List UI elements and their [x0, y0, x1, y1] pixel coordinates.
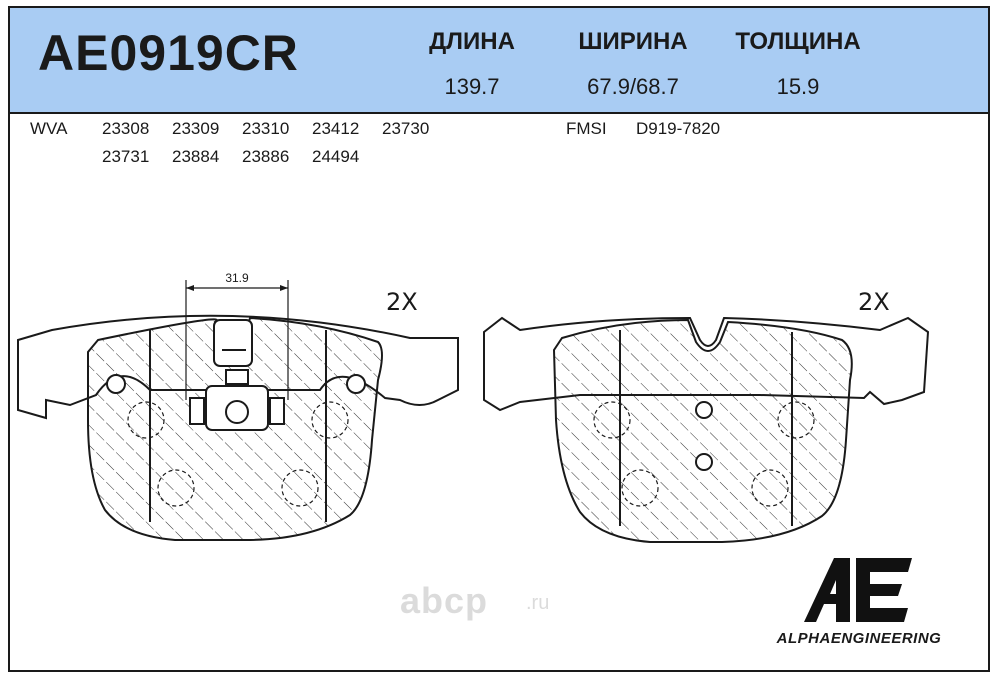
wva-code: 24494 — [312, 147, 360, 166]
right-friction-block — [552, 318, 853, 543]
wva-code: 23731 — [102, 147, 150, 166]
right-quantity-label: 2X — [858, 288, 890, 316]
left-piston-mark — [127, 401, 165, 439]
fmsi-code: D919-7820 — [636, 119, 721, 138]
fmsi-label: FMSI — [566, 119, 607, 138]
header-band: AE0919CR ДЛИНА 139.7 ШИРИНА 67.9/68.7 ТО… — [10, 8, 988, 114]
watermark-text: abcp — [400, 580, 489, 621]
right-piston-mark — [621, 469, 659, 507]
left-piston-mark — [157, 469, 195, 507]
right-piston-mark — [777, 401, 815, 439]
watermark-suffix: .ru — [526, 592, 550, 614]
left-quantity-label: 2X — [386, 288, 418, 316]
brand-logo: ALPHAENGINEERING — [754, 552, 964, 652]
left-spring-tab — [189, 397, 205, 425]
right-piston-mark — [751, 469, 789, 507]
ae-logo-icon — [804, 558, 912, 622]
thickness-value: 15.9 — [776, 74, 820, 99]
left-sensor-clip — [213, 319, 253, 367]
right-hole — [695, 401, 713, 419]
brand-name: ALPHAENGINEERING — [776, 630, 942, 647]
wva-code: 23886 — [242, 147, 290, 166]
left-spring-tab — [269, 397, 285, 425]
dimension-arrow — [186, 285, 194, 291]
left-hole — [106, 374, 126, 394]
watermark: abcp .ru — [400, 580, 580, 621]
right-piston-mark — [593, 401, 631, 439]
wva-code: 23884 — [172, 147, 220, 166]
dimension-label: 31.9 — [225, 271, 249, 285]
length-value: 139.7 — [444, 74, 500, 99]
width-label: ШИРИНА — [578, 28, 688, 55]
wva-code: 23730 — [382, 119, 430, 138]
right-hole — [695, 453, 713, 471]
dimension-arrow — [280, 285, 288, 291]
length-label: ДЛИНА — [429, 28, 515, 55]
thickness-label: ТОЛЩИНА — [735, 28, 861, 55]
wva-code: 23310 — [242, 119, 290, 138]
wva-label: WVA — [30, 119, 68, 138]
wva-code: 23308 — [102, 119, 150, 138]
right-backing-plate — [483, 316, 930, 412]
part-number: AE0919CR — [38, 25, 299, 81]
left-hole — [346, 374, 366, 394]
wva-code: 23412 — [312, 119, 360, 138]
left-center-hole — [225, 400, 249, 424]
left-sensor-body — [225, 369, 249, 385]
wva-code: 23309 — [172, 119, 220, 138]
left-piston-mark — [311, 401, 349, 439]
left-piston-mark — [281, 469, 319, 507]
width-value: 67.9/68.7 — [587, 74, 679, 99]
